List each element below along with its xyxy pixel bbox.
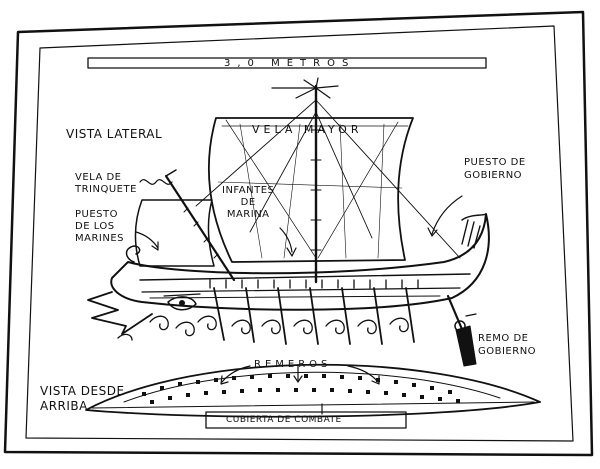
top-view-title: Vista desde arriba — [40, 385, 125, 412]
vela-mayor-label: Vela Mayor — [252, 123, 363, 136]
top-view-hull — [85, 363, 541, 418]
puesto-marines-line3: marines — [75, 233, 125, 244]
waves — [117, 315, 409, 341]
top-view-line2: arriba — [40, 399, 88, 413]
remo-gobierno-line1: Remo de — [478, 333, 529, 344]
infantes-marina-label: Infantes de marina — [222, 186, 274, 220]
top-view-line1: Vista desde — [40, 384, 125, 398]
infantes-line3: marina — [226, 209, 270, 220]
puesto-marines-label: Puesto de los marines — [75, 210, 124, 244]
puesto-gobierno-line1: Puesto de — [464, 157, 526, 168]
vela-trinquete-line1: Vela de — [75, 172, 122, 183]
puesto-gobierno-line2: gobierno — [464, 170, 523, 181]
frame-inner — [25, 25, 574, 442]
main-sail — [207, 117, 414, 263]
remeros-label: Remeros — [254, 359, 332, 370]
side-view-title: Vista lateral — [66, 127, 163, 141]
scale-bar-label: 3,0 metros — [224, 58, 356, 69]
rower-benches — [142, 374, 460, 404]
infantes-line1: Infantes — [222, 185, 275, 196]
oar-ports — [209, 279, 419, 289]
frame-outer — [3, 10, 594, 457]
ram — [87, 291, 153, 335]
puesto-marines-line2: de los — [75, 221, 115, 232]
oars — [213, 287, 415, 345]
vela-trinquete-label: Vela de trinquete — [75, 173, 137, 195]
steering-oar — [446, 294, 466, 336]
ram-eye — [167, 296, 197, 311]
cubierta-label: Cubierta de combate — [226, 415, 342, 425]
puesto-gobierno-label: Puesto de gobierno — [464, 158, 526, 181]
combat-deck — [205, 411, 407, 429]
fore-mast — [164, 174, 236, 282]
fore-sail — [134, 199, 215, 267]
remo-gobierno-label: Remo de gobierno — [478, 334, 536, 357]
vela-trinquete-line2: trinquete — [75, 184, 137, 195]
puesto-marines-line1: Puesto — [75, 209, 118, 220]
remo-gobierno-line2: gobierno — [478, 346, 537, 357]
infantes-line2: de — [240, 197, 256, 208]
scale-bar — [87, 57, 487, 69]
hull — [110, 213, 490, 311]
